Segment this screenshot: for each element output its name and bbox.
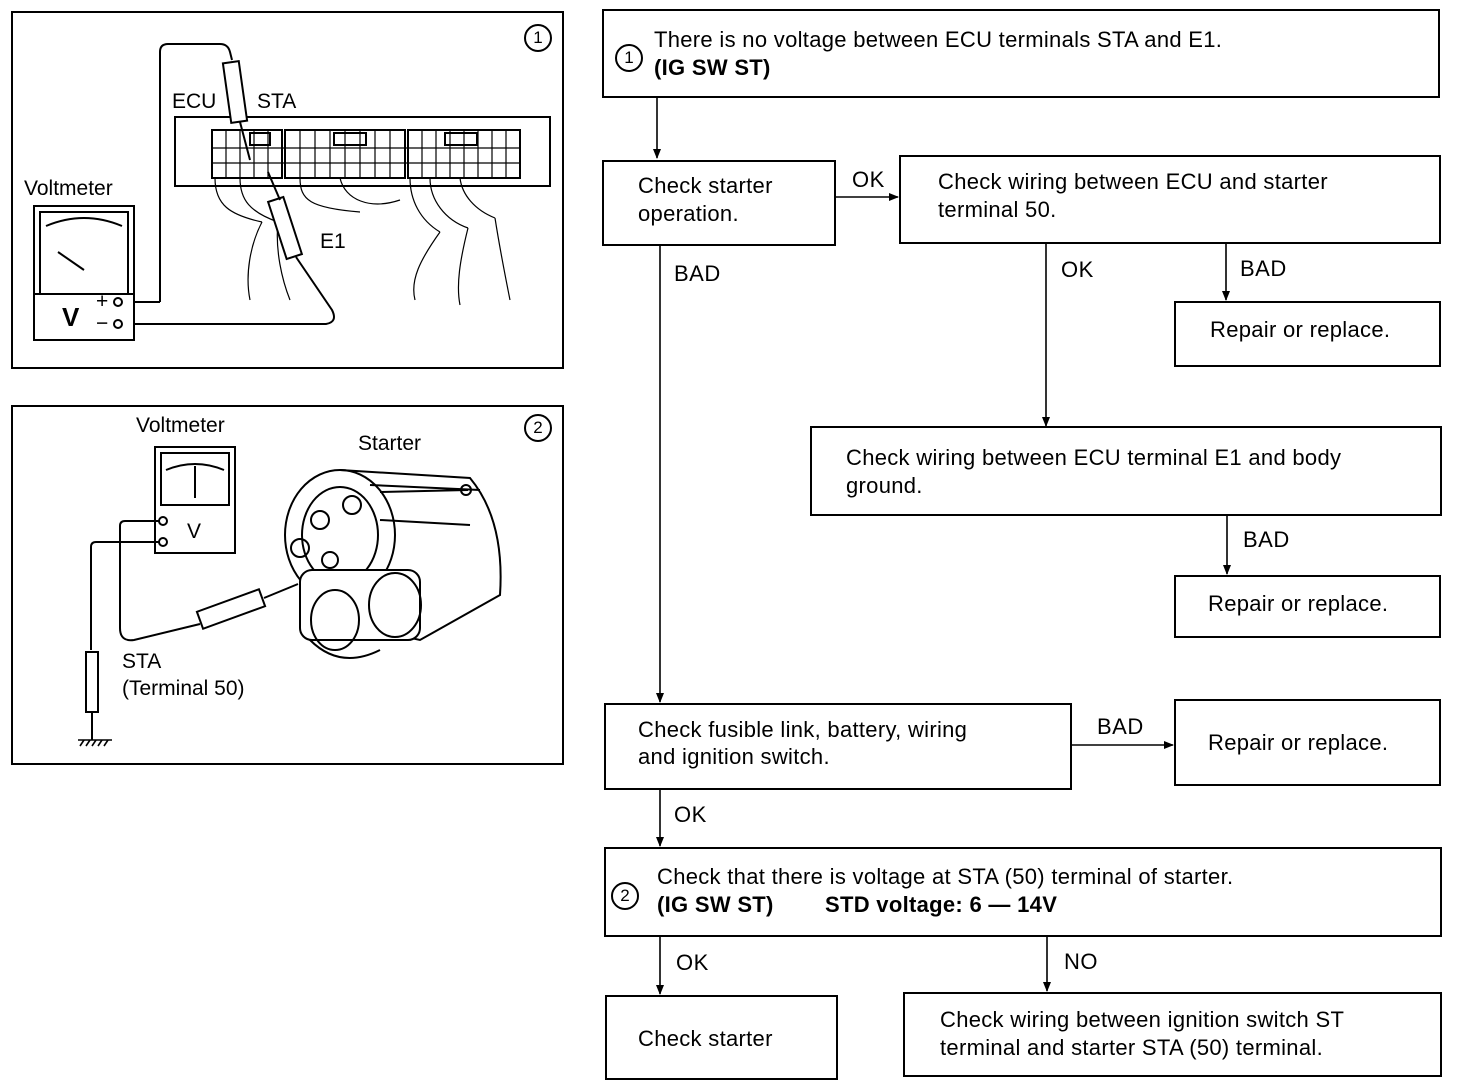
check-fusible-link-line1: Check fusible link, battery, wiring — [638, 717, 968, 742]
repair-text-3: Repair or replace. — [1208, 730, 1389, 755]
check-wiring-ignition-line2: terminal and starter STA (50) terminal. — [940, 1035, 1323, 1060]
arrow-label-bad-e1: BAD — [1243, 527, 1290, 552]
minus-terminal-label: − — [96, 312, 109, 335]
illustration1-number-badge: 1 — [524, 24, 552, 52]
step2-number-badge: 2 — [611, 882, 639, 910]
arrow-label-bad-wiring: BAD — [1240, 256, 1287, 281]
voltmeter-v-label: V — [62, 302, 80, 332]
sta-label: STA — [257, 90, 297, 113]
ecu-label: ECU — [172, 90, 217, 113]
check-starter-text: Check starter — [638, 1026, 773, 1051]
arrow-label-ok-wiring: OK — [1061, 257, 1094, 282]
check-fusible-link-box — [604, 703, 1072, 790]
repair-text-1: Repair or replace. — [1210, 317, 1391, 342]
e1-label: E1 — [320, 230, 346, 253]
arrow-label-ok-fusible: OK — [674, 802, 707, 827]
step2-box — [604, 847, 1442, 937]
check-wiring-ignition-box — [903, 992, 1442, 1077]
check-wiring-ecu-starter-line1: Check wiring between ECU and starter — [938, 169, 1328, 194]
check-fusible-link-line2: and ignition switch. — [638, 744, 830, 769]
check-starter-operation-line2: operation. — [638, 201, 739, 226]
check-starter-operation-box — [602, 160, 836, 246]
arrow-label-no-step2: NO — [1064, 949, 1098, 974]
repair-box-3 — [1174, 699, 1441, 786]
sta-label-2: STA — [122, 650, 162, 673]
illustration2-number-badge: 2 — [524, 414, 552, 442]
step1-number-badge: 1 — [615, 44, 643, 72]
step2-std-voltage: STD voltage: 6 — 14V — [825, 892, 1058, 917]
check-wiring-e1-line2: ground. — [846, 473, 923, 498]
arrow-label-bad-starter: BAD — [674, 261, 721, 286]
step2-text-line2a: (IG SW ST) — [657, 892, 774, 917]
check-wiring-e1-box — [810, 426, 1442, 516]
check-starter-operation-line1: Check starter — [638, 173, 773, 198]
check-wiring-ignition-line1: Check wiring between ignition switch ST — [940, 1007, 1345, 1032]
check-starter-box — [605, 995, 838, 1080]
voltmeter-label: Voltmeter — [24, 177, 113, 200]
terminal-50-label: (Terminal 50) — [122, 677, 245, 700]
repair-box-1 — [1174, 301, 1441, 367]
check-wiring-e1-line1: Check wiring between ECU terminal E1 and… — [846, 445, 1342, 470]
arrow-label-bad-fusible: BAD — [1097, 714, 1144, 739]
step2-text-line1: Check that there is voltage at STA (50) … — [657, 864, 1234, 889]
starter-label: Starter — [358, 432, 422, 455]
check-wiring-ecu-starter-box — [899, 155, 1441, 244]
arrow-label-ok-step2: OK — [676, 950, 709, 975]
step1-text-line1: There is no voltage between ECU terminal… — [654, 27, 1223, 52]
plus-terminal-label: + — [96, 290, 109, 313]
check-wiring-ecu-starter-line2: terminal 50. — [938, 197, 1057, 222]
voltmeter-v-label-2: V — [187, 520, 202, 543]
step1-text-line2: (IG SW ST) — [654, 55, 771, 80]
repair-text-2: Repair or replace. — [1208, 591, 1389, 616]
repair-box-2 — [1174, 575, 1441, 638]
arrow-label-ok-starter: OK — [852, 167, 885, 192]
step1-box — [602, 9, 1440, 98]
voltmeter-label-2: Voltmeter — [136, 414, 225, 437]
illustration-starter-voltmeter — [11, 405, 564, 765]
